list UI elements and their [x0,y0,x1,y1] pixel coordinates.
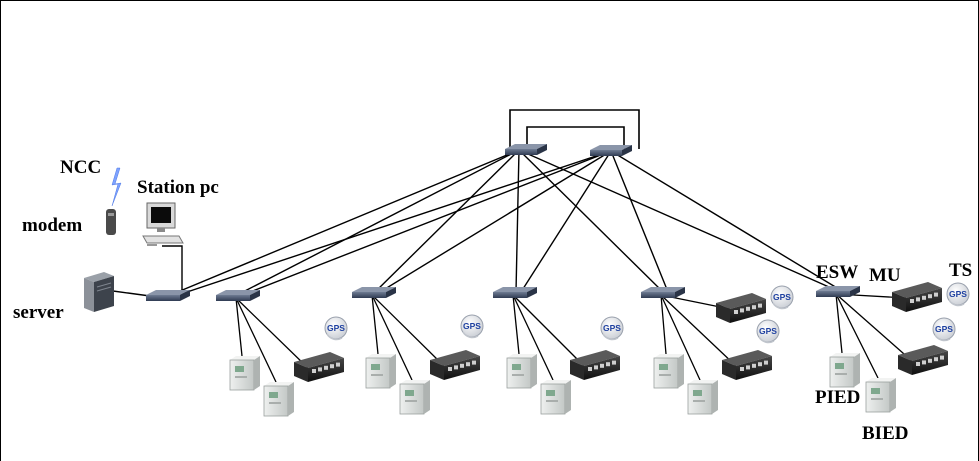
protection-ied-icon [365,354,396,389]
ethernet-switch-icon [493,287,537,298]
gps-label: GPS [935,324,953,334]
bay-3: GPS [493,287,624,415]
ts-label: TS [949,260,973,281]
core-switch-a [505,144,547,155]
bay-4: GPS GPS [641,285,794,415]
pied-label: PIED [815,387,861,408]
ethernet-switch-icon [816,286,860,297]
gps-clock-icon: GPS [946,282,970,307]
bay-ied-icon [687,380,718,415]
bay-links [235,297,309,383]
merging-unit-icon [430,350,480,380]
ethernet-switch-icon [641,287,685,298]
gps-label: GPS [949,289,967,299]
server-label: server [13,302,64,323]
bay-ied-icon [540,380,571,415]
gps-clock-icon: GPS [770,285,794,310]
merging-unit-icon [892,282,942,312]
gps-label: GPS [773,292,791,302]
esw-label: ESW [816,262,859,283]
modem-label: modem [22,215,83,236]
gps-clock-icon: GPS [460,314,484,339]
computer-icon [142,202,184,246]
gps-label: GPS [759,326,777,336]
mu-label: MU [869,265,901,286]
backbone-ring [509,109,640,149]
merging-unit-icon [294,352,344,382]
server-icon [84,272,114,312]
station-pc-label: Station pc [137,177,219,198]
protection-ied-icon [229,356,260,391]
bay-1: GPS [216,290,348,417]
gps-clock-icon: GPS [324,316,348,341]
bied-label: BIED [862,423,909,444]
network-links [112,149,843,297]
bay-ied-icon [865,378,896,413]
bay-5: GPS GPS [816,282,970,413]
ethernet-switch-icon [352,287,396,298]
bay-2: GPS [352,287,484,415]
gps-clock-icon: GPS [756,319,780,344]
ncc-label: NCC [60,157,102,178]
gps-label: GPS [327,323,345,333]
merging-unit-icon [898,345,948,375]
bay-group: GPS GPS GPS GPS GPS GPS GPS [216,282,970,417]
modem-icon [106,209,116,235]
bay-links [512,294,585,381]
protection-ied-icon [829,353,860,388]
gps-clock-icon: GPS [932,317,956,342]
lightning-icon [111,167,122,207]
core-switch-b [590,145,632,156]
gps-label: GPS [463,321,481,331]
merging-unit-icon [716,293,766,323]
protection-ied-icon [506,354,537,389]
ethernet-switch-icon [216,290,260,301]
protection-ied-icon [653,354,684,389]
bay-ied-icon [263,382,294,417]
gps-clock-icon: GPS [600,316,624,341]
merging-unit-icon [570,350,620,380]
gps-label: GPS [603,323,621,333]
bay-ied-icon [399,380,430,415]
bay-links [371,294,445,381]
merging-unit-icon [722,350,772,380]
station-switch [146,290,190,301]
